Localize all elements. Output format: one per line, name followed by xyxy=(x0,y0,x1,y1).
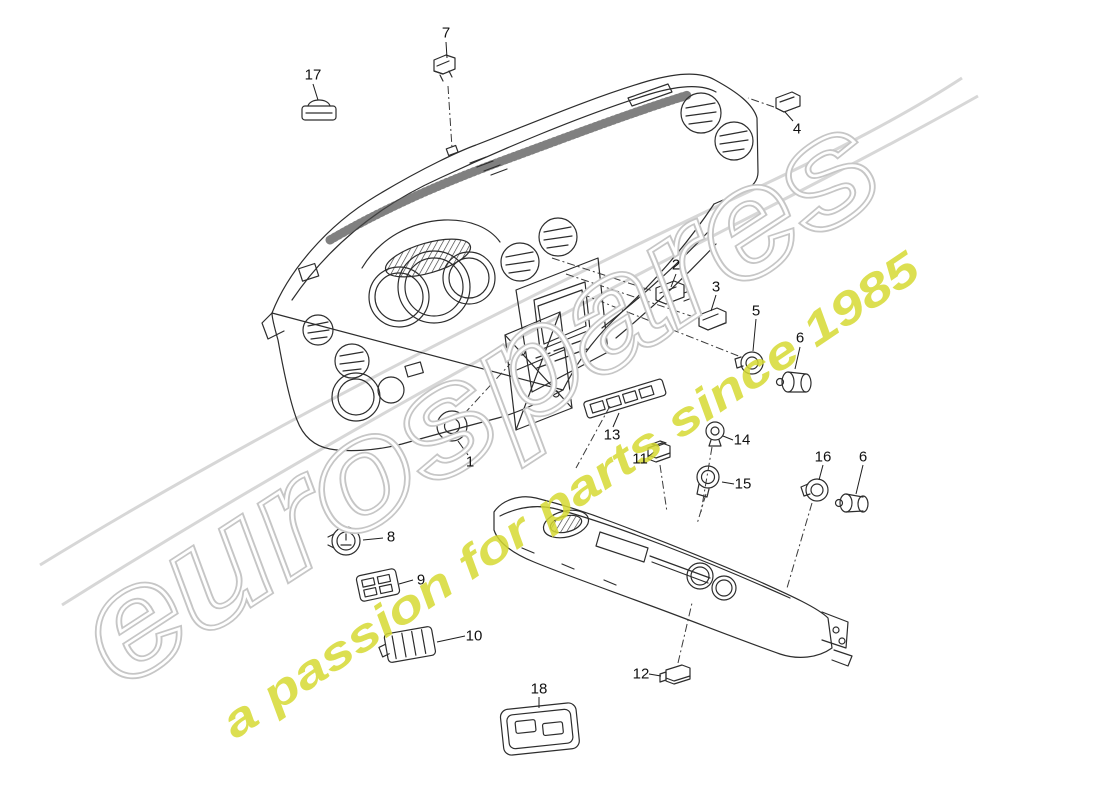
part-18-switch-panel xyxy=(499,702,580,756)
part-number-label: 13 xyxy=(603,426,621,444)
part-6-lighter-rear xyxy=(834,493,869,513)
console-illustration xyxy=(493,496,853,667)
leader-lines xyxy=(312,41,864,708)
part-6-lighter-front xyxy=(775,371,812,393)
part-number-label: 7 xyxy=(441,24,451,42)
part-2-switch xyxy=(655,280,693,305)
part-number-label: 11 xyxy=(632,450,648,468)
part-9-switch-block xyxy=(355,568,401,602)
part-3-switch xyxy=(698,307,727,331)
part-number-label: 6 xyxy=(795,329,805,347)
dashboard-illustration xyxy=(261,73,759,452)
part-number-label: 9 xyxy=(416,571,426,589)
part-number-label: 2 xyxy=(671,256,681,274)
part-12-switch xyxy=(659,664,691,685)
part-16-socket xyxy=(800,478,829,502)
part-10-switch-block xyxy=(378,626,437,663)
part-number-label: 15 xyxy=(734,475,752,493)
part-number-label: 17 xyxy=(304,66,322,84)
part-4-switch xyxy=(775,91,801,113)
assembly-lines xyxy=(447,85,813,664)
part-14-knob xyxy=(705,421,725,447)
part-17-module xyxy=(301,99,337,121)
part-number-label: 12 xyxy=(632,665,650,683)
part-11-switch xyxy=(647,440,671,463)
part-number-label: 3 xyxy=(711,278,721,296)
part-number-label: 6 xyxy=(858,448,868,466)
part-13-switch-strip xyxy=(583,378,667,419)
part-5-socket-ring xyxy=(734,351,764,375)
part-number-label: 18 xyxy=(530,680,548,698)
part-8-switch xyxy=(327,526,361,556)
part-number-label: 8 xyxy=(386,528,396,546)
part-1-vent-knob xyxy=(436,410,468,442)
part-number-label: 10 xyxy=(465,627,483,645)
loose-parts xyxy=(301,54,869,756)
part-number-label: 14 xyxy=(733,431,751,449)
part-7-bracket xyxy=(433,54,456,82)
part-number-label: 16 xyxy=(814,448,832,466)
part-number-label: 4 xyxy=(792,120,802,138)
part-number-label: 5 xyxy=(751,302,761,320)
part-number-label: 1 xyxy=(465,453,475,471)
